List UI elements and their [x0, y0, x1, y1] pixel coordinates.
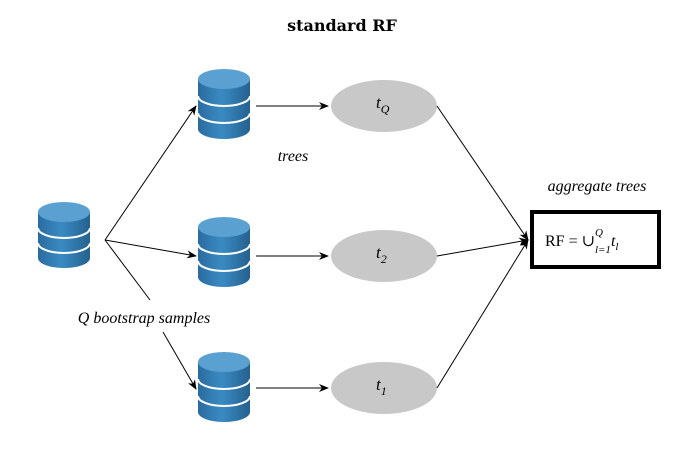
arrow-t2-to-rf [436, 237, 529, 257]
trees-label: trees [278, 148, 309, 165]
database-icon-middle [197, 217, 251, 287]
tree-node-t2 [331, 230, 437, 282]
arrow-source-to-top [104, 105, 197, 241]
arrow-tQ-to-rf [436, 105, 529, 241]
diagram-title: standard RF [287, 16, 397, 35]
database-icon-source [37, 202, 91, 268]
bootstrap-samples-label: Q bootstrap samples [78, 310, 210, 327]
arrow-source-to-bottom-a [104, 239, 151, 301]
arrow-source-to-middle [104, 239, 197, 259]
arrow-source-to-bottom-b [162, 331, 197, 390]
tree-label-tQ: tQ [376, 93, 390, 116]
aggregate-trees-label: aggregate trees [548, 178, 647, 195]
database-icon-top [197, 69, 251, 139]
arrow-t1-to-rf [436, 239, 529, 389]
tree-node-tQ [331, 80, 437, 132]
tree-label-t2: t2 [376, 243, 387, 266]
database-icon-bottom [197, 352, 251, 422]
tree-label-t1: t1 [376, 375, 387, 398]
rf-result-box [530, 210, 661, 269]
tree-node-t1 [331, 362, 437, 414]
